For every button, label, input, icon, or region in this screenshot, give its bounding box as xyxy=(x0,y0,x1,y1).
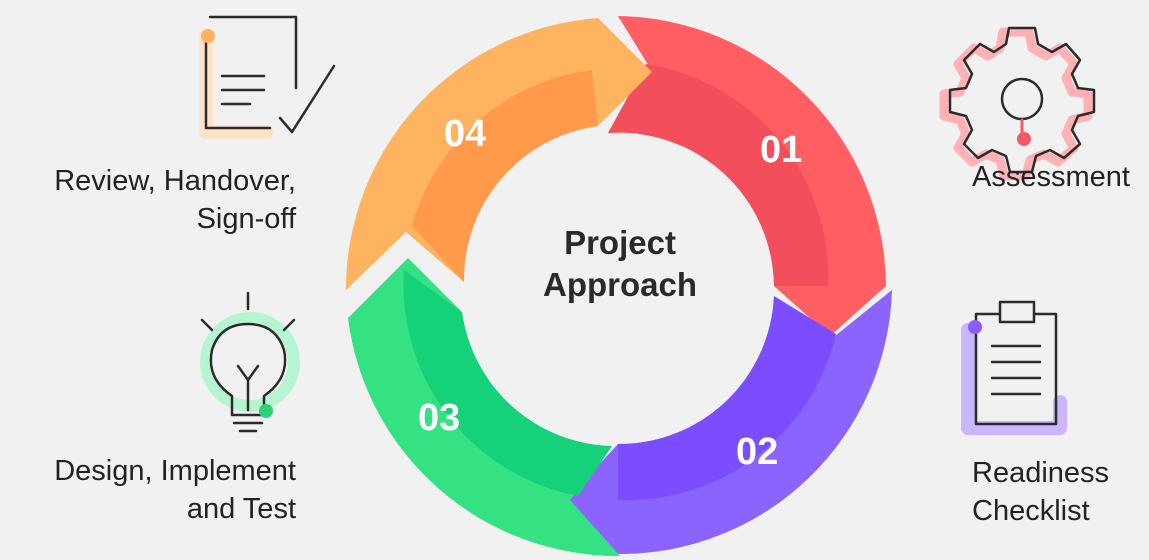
segment-04 xyxy=(345,18,652,290)
step-label-02-line-1: Readiness xyxy=(972,457,1110,489)
center-title-line-1: Project xyxy=(564,224,676,261)
step-number-04: 04 xyxy=(444,113,486,155)
document-check-icon xyxy=(199,15,336,139)
step-label-04-line-1: Review, Handover, xyxy=(54,165,296,197)
segment-03 xyxy=(348,258,620,557)
gear-icon xyxy=(939,26,1096,181)
step-label-03-line-2: and Test xyxy=(186,493,296,525)
lightbulb-icon xyxy=(200,291,300,433)
step-label-02-line-2: Checklist xyxy=(972,495,1090,527)
segment-01 xyxy=(608,16,886,336)
step-label-02: Readiness Checklist xyxy=(972,454,1109,530)
clipboard-icon xyxy=(961,300,1067,435)
step-label-01: Assessment xyxy=(972,158,1130,196)
step-number-02: 02 xyxy=(736,431,778,473)
segment-02 xyxy=(566,290,892,555)
step-label-04: Review, Handover, Sign-off xyxy=(0,162,296,238)
step-number-01: 01 xyxy=(760,129,802,171)
center-title-line-2: Approach xyxy=(542,266,697,303)
step-label-04-line-2: Sign-off xyxy=(196,203,296,235)
step-label-03-line-1: Design, Implement xyxy=(54,455,296,487)
step-number-03: 03 xyxy=(418,397,460,439)
step-label-03: Design, Implement and Test xyxy=(0,452,296,528)
step-label-01-line-1: Assessment xyxy=(972,161,1130,193)
center-title: Project Approach xyxy=(520,222,720,306)
